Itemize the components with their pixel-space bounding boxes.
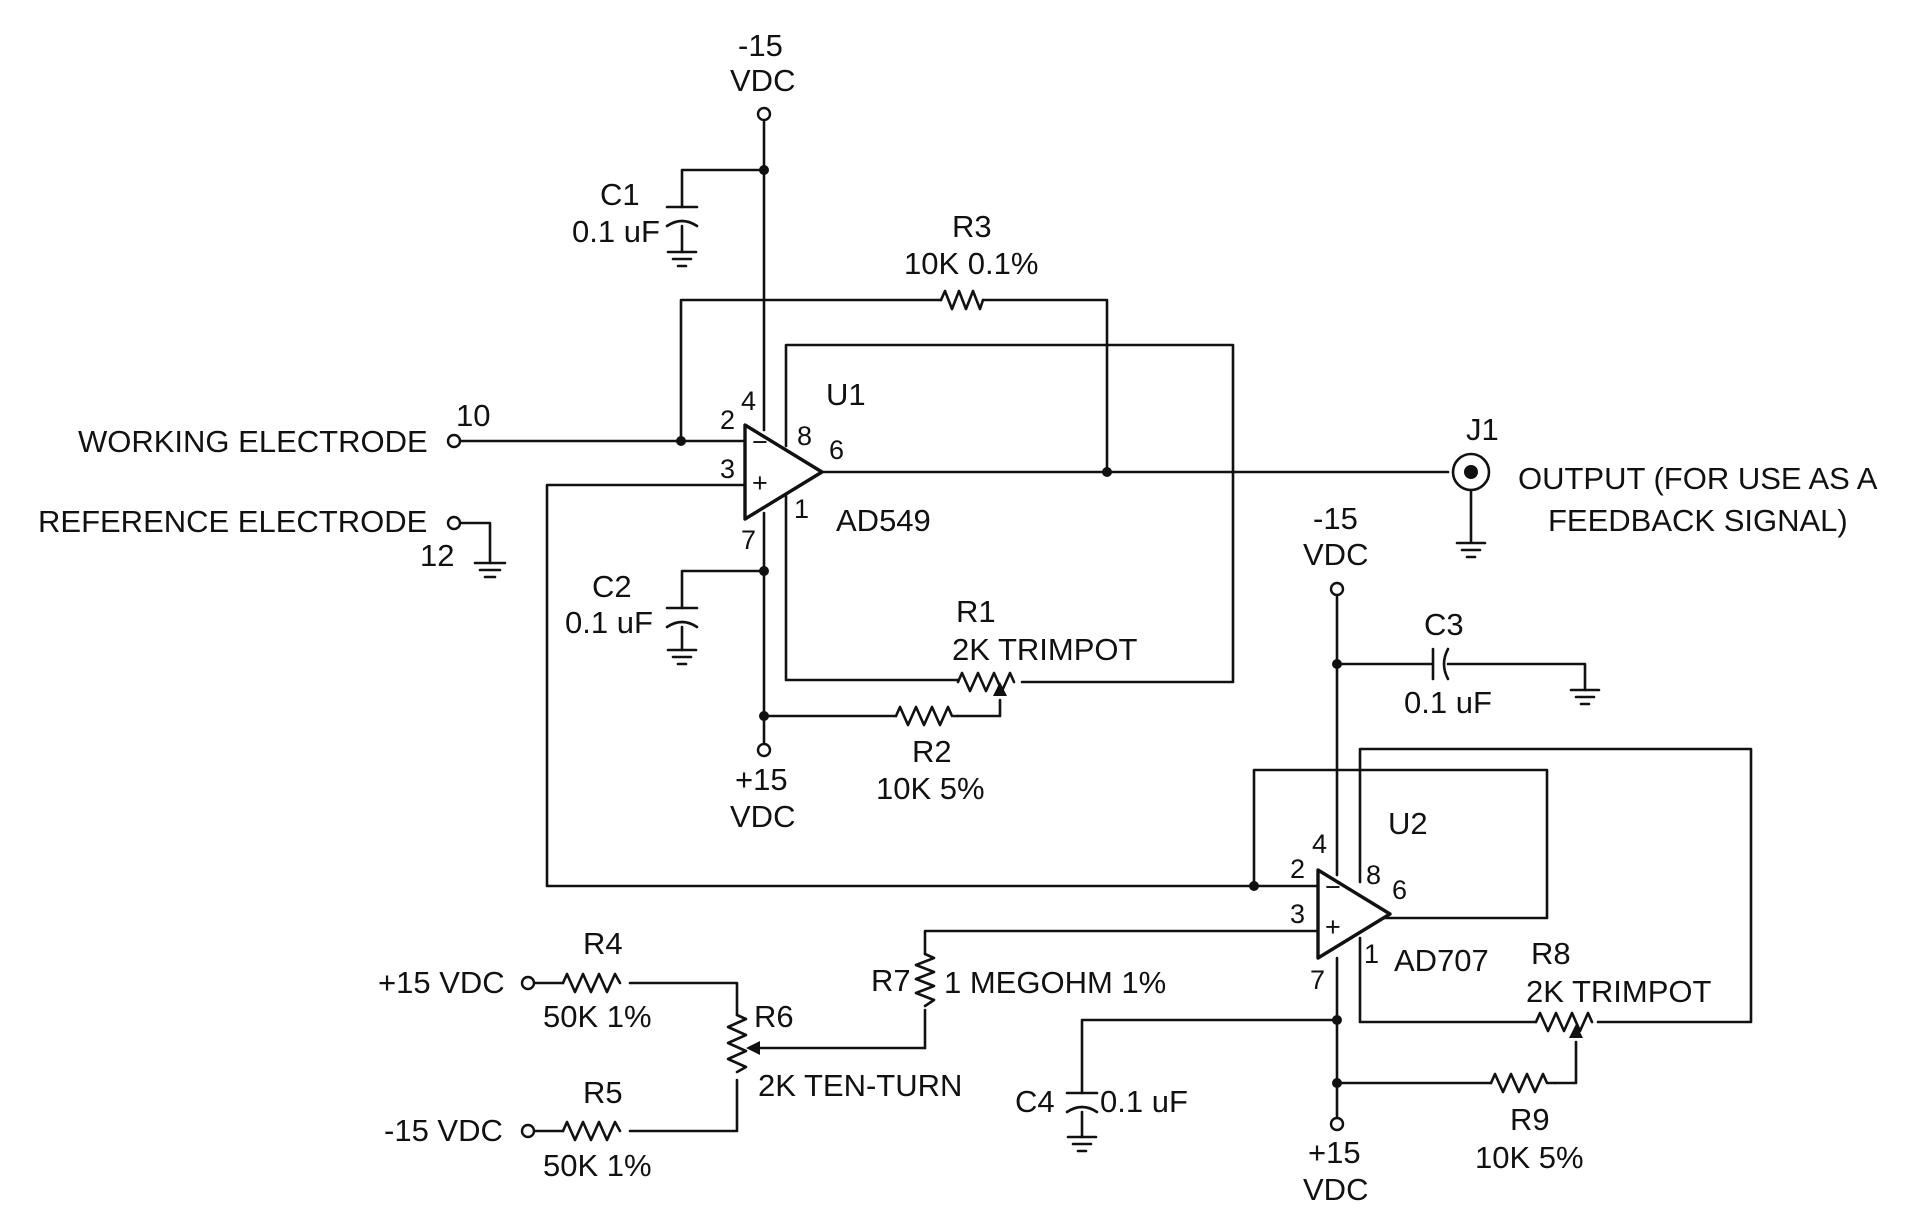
terminals [446, 106, 1345, 1139]
junction-dots [676, 165, 1342, 1088]
r2-value: 10K 5% [876, 771, 985, 806]
u1-pin-6: 6 [829, 435, 844, 465]
supply-pos15-u1: +15 [735, 762, 788, 797]
opamp-u1: − + [743, 423, 824, 521]
r1-value: 2K TRIMPOT [952, 632, 1138, 667]
capacitor-c2 [665, 606, 699, 629]
svg-text:−: − [1325, 872, 1341, 902]
pin-10-label: 10 [456, 398, 490, 433]
trimpot-r1 [956, 671, 1016, 696]
u2-pin-4: 4 [1312, 829, 1327, 859]
r8-label: R8 [1531, 936, 1571, 971]
r2-label: R2 [912, 734, 952, 769]
wires-u2 [533, 595, 1753, 1139]
r9-value: 10K 5% [1475, 1140, 1584, 1175]
resistor-r7 [914, 952, 936, 1008]
u2-pin-6: 6 [1392, 875, 1407, 905]
u1-pin-7: 7 [741, 525, 756, 555]
output-jack-j1 [1451, 452, 1491, 492]
c1-value: 0.1 uF [572, 214, 660, 249]
r3-label: R3 [952, 209, 992, 244]
u2-pin-8: 8 [1366, 860, 1381, 890]
resistor-r5 [561, 1120, 622, 1142]
u1-part: AD549 [836, 503, 931, 538]
r4-label: R4 [583, 926, 623, 961]
c1-label: C1 [600, 177, 640, 212]
capacitor-c3 [1431, 647, 1450, 681]
c3-value: 0.1 uF [1404, 685, 1492, 720]
j1-label: J1 [1466, 412, 1499, 447]
wires-u1 [458, 120, 1450, 888]
u2-part: AD707 [1394, 943, 1489, 978]
svg-text:+: + [1325, 912, 1341, 942]
resistor-r9 [1489, 1072, 1557, 1094]
supply-pos15-vdc-label: +15 VDC [378, 965, 505, 1000]
trimpot-r8 [1534, 1011, 1594, 1038]
c2-value: 0.1 uF [565, 605, 653, 640]
r7-value: 1 MEGOHM 1% [944, 965, 1166, 1000]
r7-label: R7 [871, 963, 911, 998]
r5-label: R5 [583, 1075, 623, 1110]
c4-value: 0.1 uF [1100, 1084, 1188, 1119]
c3-label: C3 [1424, 607, 1464, 642]
r3-value: 10K 0.1% [904, 246, 1038, 281]
supply-vdc-u1: VDC [730, 799, 795, 834]
resistor-r4 [561, 972, 622, 994]
u1-pin-8: 8 [797, 421, 812, 451]
r8-value: 2K TRIMPOT [1526, 974, 1712, 1009]
output-label-line1: OUTPUT (FOR USE AS A [1518, 461, 1878, 496]
working-electrode-label: WORKING ELECTRODE [78, 424, 428, 459]
u1-pin-3: 3 [720, 454, 735, 484]
r6-label: R6 [754, 999, 794, 1034]
supply-pos15-u2: +15 [1308, 1135, 1361, 1170]
u2-label: U2 [1388, 806, 1428, 841]
supply-neg15-top: -15 [738, 28, 783, 63]
svg-text:−: − [752, 427, 768, 457]
u1-pin-1: 1 [794, 494, 809, 524]
u2-pin-2: 2 [1290, 854, 1305, 884]
ground-symbols [473, 250, 1601, 1153]
r6-value: 2K TEN-TURN [758, 1068, 962, 1103]
u2-pin-3: 3 [1290, 899, 1305, 929]
u1-pin-2: 2 [720, 405, 735, 435]
potentiometer-r6 [726, 1013, 760, 1074]
pin-12-label: 12 [420, 538, 454, 573]
resistor-r2 [894, 705, 960, 727]
c4-label: C4 [1015, 1084, 1055, 1119]
supply-vdc-u2-bottom: VDC [1303, 1172, 1368, 1207]
supply-vdc-u2-top: VDC [1303, 537, 1368, 572]
resistor-r3 [939, 289, 985, 311]
supply-neg15-u2: -15 [1313, 501, 1358, 536]
supply-neg15-vdc-label: -15 VDC [384, 1113, 503, 1148]
reference-electrode-label: REFERENCE ELECTRODE [38, 504, 427, 539]
svg-text:+: + [752, 468, 768, 498]
u2-pin-7: 7 [1310, 965, 1325, 995]
r4-value: 50K 1% [543, 999, 652, 1034]
labels: -15 VDC C1 0.1 uF R3 10K 0.1% U1 AD549 2… [38, 28, 1878, 1207]
r5-value: 50K 1% [543, 1148, 652, 1183]
output-label-line2: FEEDBACK SIGNAL) [1548, 503, 1848, 538]
u1-pin-4: 4 [741, 386, 756, 416]
r1-label: R1 [956, 594, 996, 629]
opamp-u2: − + [1316, 868, 1392, 960]
capacitor-c1 [665, 205, 699, 228]
supply-vdc-top: VDC [730, 63, 795, 98]
capacitor-c4 [1065, 1091, 1099, 1114]
c2-label: C2 [592, 569, 632, 604]
u1-label: U1 [826, 377, 866, 412]
r9-label: R9 [1510, 1102, 1550, 1137]
u2-pin-1: 1 [1364, 939, 1379, 969]
